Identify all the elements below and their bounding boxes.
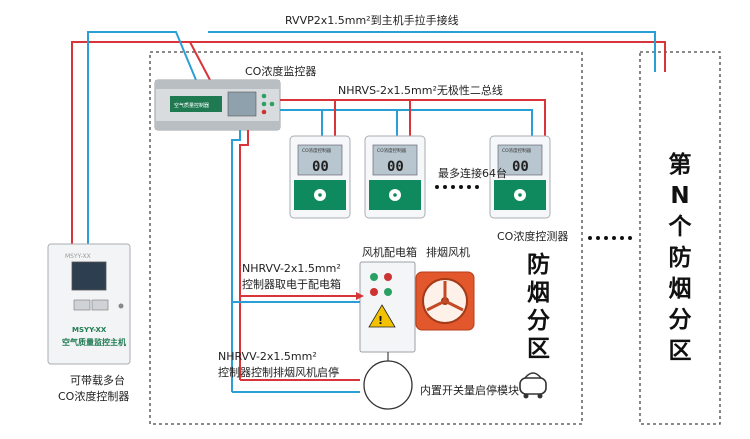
control-cable-label-2: 控制器控制排烟风机启停 xyxy=(218,365,339,379)
bus-blue-wire xyxy=(280,109,533,145)
monitor-title: CO浓度监控器 xyxy=(245,64,316,78)
zone-n-char: 个 xyxy=(669,214,693,240)
detector-reading: 00 xyxy=(312,159,329,175)
power-cable-label-1: NHRVV-2x1.5mm² xyxy=(242,262,341,275)
smoke-zone-boundary xyxy=(149,51,583,425)
detector-panel-text: CO浓度控制器 xyxy=(502,147,532,154)
zone-char: 烟 xyxy=(527,280,550,306)
detector-reading: 00 xyxy=(387,159,404,175)
zone-n-char: 防 xyxy=(669,244,692,271)
top-blue-wire-right xyxy=(208,31,656,72)
zone-char: 防 xyxy=(527,251,550,278)
svg-text:!: ! xyxy=(378,314,383,327)
power-cable-label-2: 控制器取电于配电箱 xyxy=(242,277,341,291)
bus-cable-label: NHRVS-2x1.5mm²无极性二总线 xyxy=(338,83,503,97)
zone-ellipsis-dots xyxy=(588,236,632,240)
zone-n-char: 烟 xyxy=(669,276,692,302)
top-red-wire xyxy=(71,41,211,244)
nth-smoke-zone-boundary xyxy=(639,51,721,425)
host-display-text: MSYY-XX xyxy=(65,253,91,260)
host-caption-1: 可带载多台 xyxy=(70,373,125,387)
fan-distribution-box: ! xyxy=(359,261,416,353)
control-cable-label-1: NHRVV-2x1.5mm² xyxy=(218,350,317,363)
zone-char: 分 xyxy=(527,308,550,334)
monitor-led xyxy=(269,101,275,107)
top-red-wire-right xyxy=(190,41,666,72)
zone-n-char: 分 xyxy=(669,307,692,333)
fan-box-label: 风机配电箱 xyxy=(362,245,417,259)
detector-panel-text: CO浓度控制器 xyxy=(377,147,407,154)
host-caption-2: CO浓度控制器 xyxy=(58,389,129,403)
zone-n-char: 第 xyxy=(669,151,692,178)
ellipsis-dots xyxy=(435,185,479,189)
exhaust-fan-label: 排烟风机 xyxy=(426,245,470,259)
monitor-screen xyxy=(227,91,257,117)
host-name: 空气质量监控主机 xyxy=(62,337,126,347)
top-cable-label: RVVP2x1.5mm²到主机手拉手接线 xyxy=(285,13,459,27)
host-model: MSYY-XX xyxy=(72,326,107,334)
co-detector-device: CO浓度控制器 00 xyxy=(289,135,351,219)
detector-label: CO浓度控测器 xyxy=(497,229,568,243)
zone-n-char: 区 xyxy=(669,338,692,364)
co-monitor-device: 空气质量控制器 xyxy=(154,79,281,131)
detector-screen xyxy=(497,144,543,176)
host-screen xyxy=(71,261,107,291)
bus-red-wire xyxy=(280,99,546,145)
max-connect-label: 最多连接64台 xyxy=(438,166,507,180)
monitor-green-label xyxy=(170,96,222,112)
zone-char: 区 xyxy=(527,336,550,362)
top-blue-wire xyxy=(87,31,197,244)
monitor-led xyxy=(261,109,267,115)
zone-n-char: N xyxy=(670,183,689,209)
switch-module-label: 内置开关量启停模块 xyxy=(420,383,519,397)
air-quality-host-device: MSYY-XX MSYY-XX 空气质量监控主机 xyxy=(47,243,131,365)
monitor-panel-text: 空气质量控制器 xyxy=(174,102,209,109)
warning-icon xyxy=(368,304,396,328)
monitor-led xyxy=(261,93,267,99)
car-icon xyxy=(519,372,547,399)
switch-module-circle xyxy=(363,360,413,410)
co-detector-device: CO浓度控制器 00 xyxy=(489,135,551,219)
exhaust-fan xyxy=(415,271,475,331)
detector-screen xyxy=(372,144,418,176)
bus-red-wire-down xyxy=(239,130,249,380)
co-detector-device: CO浓度控制器 00 xyxy=(364,135,426,219)
bus-blue-wire-down xyxy=(231,130,241,392)
monitor-led xyxy=(261,101,267,107)
detector-reading: 00 xyxy=(512,159,529,175)
detector-panel-text: CO浓度控制器 xyxy=(302,147,332,154)
detector-screen xyxy=(297,144,343,176)
